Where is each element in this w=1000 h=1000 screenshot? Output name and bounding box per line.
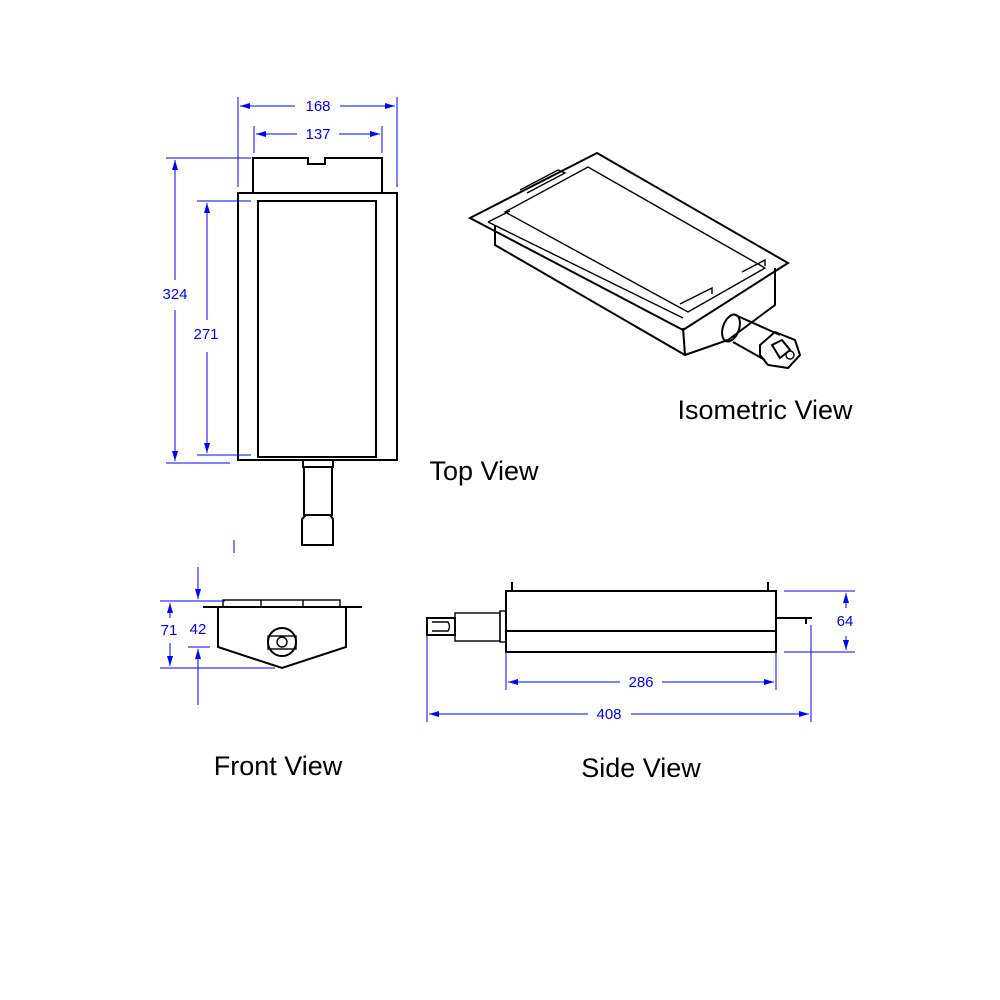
dim-168: 168 bbox=[305, 98, 330, 115]
side-body bbox=[505, 590, 777, 653]
front-nozzle-band bbox=[267, 635, 297, 650]
iso-flange bbox=[467, 151, 790, 332]
iso-plate-clips bbox=[519, 169, 766, 305]
top-tube bbox=[303, 466, 333, 516]
isometric-view: Isometric View bbox=[467, 151, 853, 425]
dim-71: 71 bbox=[161, 622, 178, 639]
side-bracket bbox=[776, 617, 812, 624]
dim-286: 286 bbox=[628, 674, 653, 691]
top-body bbox=[237, 192, 398, 461]
isometric-view-title: Isometric View bbox=[677, 395, 853, 425]
iso-flange-inner-edge bbox=[487, 210, 684, 319]
dim-64: 64 bbox=[837, 613, 854, 630]
iso-burner-plate bbox=[503, 166, 767, 313]
iso-body-front-edge bbox=[682, 327, 686, 356]
dim-42: 42 bbox=[190, 621, 207, 638]
front-top-plates bbox=[222, 599, 341, 608]
side-fitting-slot bbox=[432, 621, 451, 632]
top-flange bbox=[252, 157, 383, 194]
side-fitting bbox=[426, 617, 456, 636]
dim-408: 408 bbox=[596, 706, 621, 723]
iso-body bbox=[494, 226, 776, 357]
dim-137: 137 bbox=[305, 126, 330, 143]
top-burner-plate bbox=[257, 200, 377, 458]
top-tube-collar bbox=[302, 459, 334, 468]
iso-tube bbox=[732, 313, 781, 361]
top-fitting bbox=[301, 514, 334, 546]
dim-271: 271 bbox=[193, 326, 218, 343]
front-view-title: Front View bbox=[214, 751, 343, 781]
top-view-title: Top View bbox=[429, 456, 539, 486]
front-nozzle-orifice bbox=[276, 636, 288, 648]
iso-fitting-hole bbox=[785, 350, 795, 360]
dim-324: 324 bbox=[162, 286, 187, 303]
side-tube bbox=[454, 612, 501, 642]
side-view: 64 286 408 Side View bbox=[426, 582, 855, 783]
top-view: 168 137 324 271 Top View bbox=[162, 97, 539, 553]
front-body bbox=[217, 607, 347, 670]
front-nozzle bbox=[267, 627, 297, 657]
front-view: 71 42 Front View bbox=[160, 567, 362, 781]
side-view-title: Side View bbox=[581, 753, 701, 783]
iso-fitting bbox=[759, 330, 802, 370]
